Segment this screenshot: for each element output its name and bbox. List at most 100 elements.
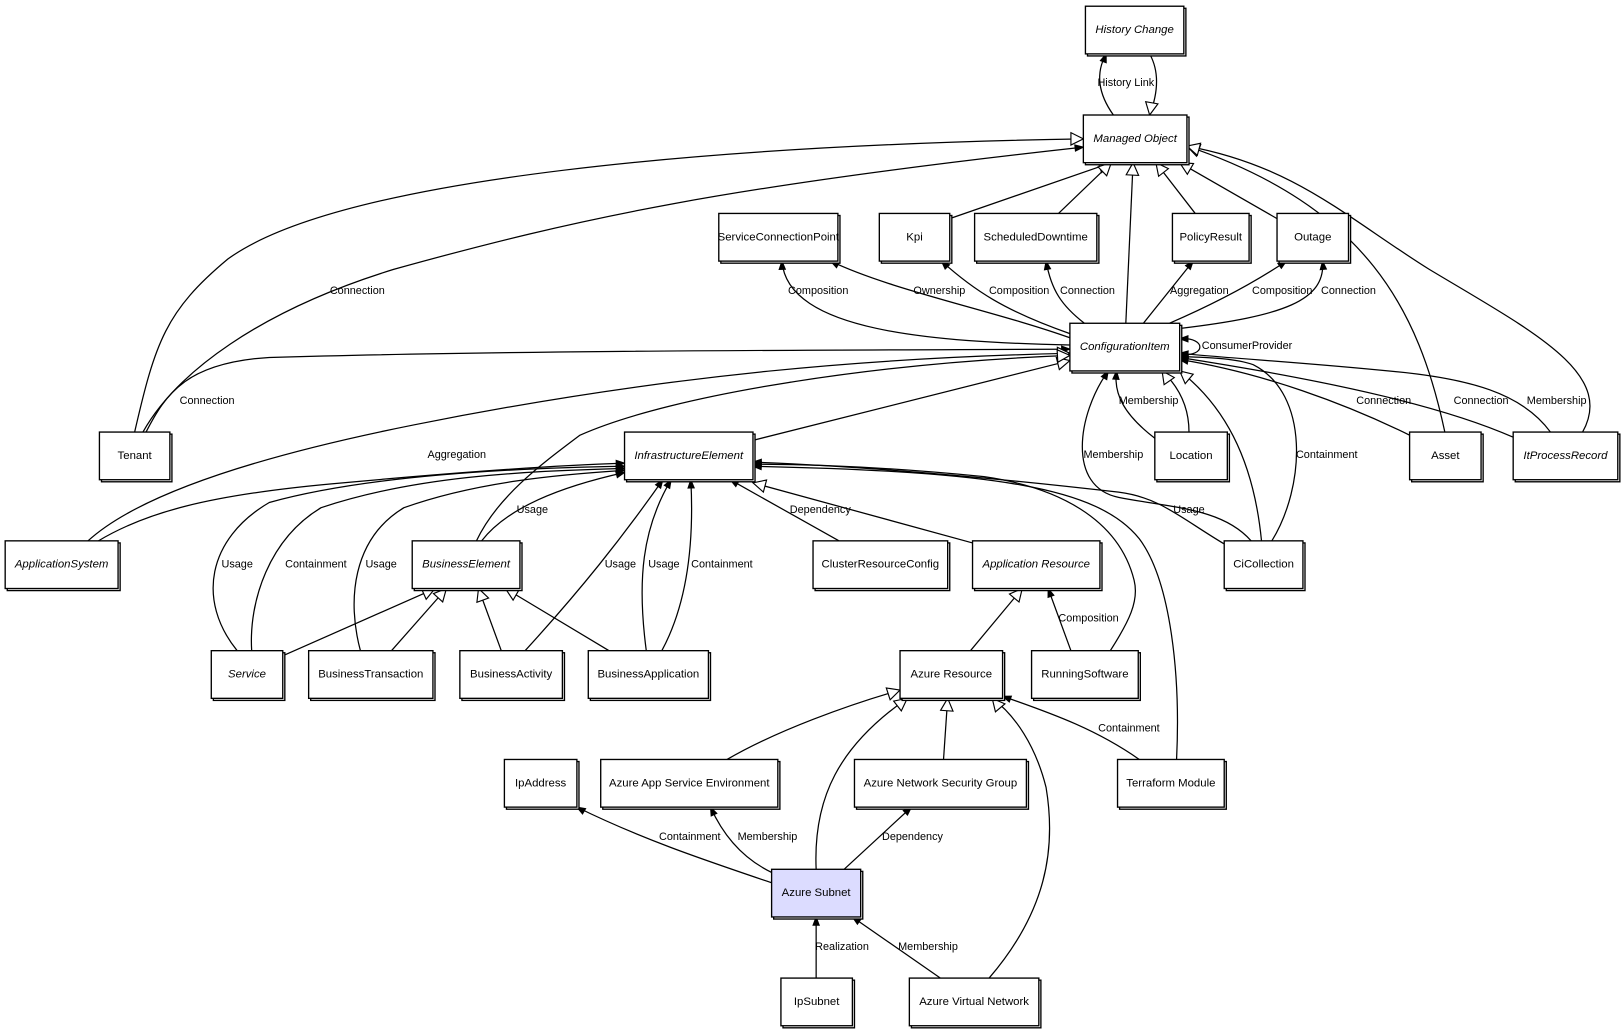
edge-label: Containment [659,831,721,843]
edge-label: Ownership [913,285,965,297]
node-label: History Change [1095,24,1173,36]
node-asset[interactable]: Asset [1408,431,1484,483]
node-business-transaction[interactable]: BusinessTransaction [307,650,436,702]
node-box [600,758,779,808]
edge-terraform-module-to-infrastructure-element [751,462,1179,760]
edge-policy-result-to-managed-object [1155,161,1196,214]
node-terraform-module[interactable]: Terraform Module [1116,758,1227,810]
inheritance-arrowhead-icon [1161,369,1176,386]
node-infrastructure-element[interactable]: InfrastructureElement [623,431,756,483]
inheritance-arrowhead-icon [1008,587,1024,604]
node-box [587,650,710,700]
edge-line [250,467,625,651]
edge-azure-network-security-group-to-azure-resource [939,697,954,760]
node-managed-object[interactable]: Managed Object [1082,114,1190,166]
inheritance-arrowhead-icon [751,479,768,494]
node-it-process-record[interactable]: ItProcessRecord [1512,431,1621,483]
inheritance-arrowhead-icon [1125,161,1140,177]
edge-line [752,465,1179,760]
node-box [4,540,119,590]
node-label: BusinessActivity [470,669,552,681]
node-outage[interactable]: Outage [1276,212,1352,264]
node-label: Outage [1294,231,1331,243]
node-ip-address[interactable]: IpAddress [503,758,580,810]
node-label: Location [1170,450,1213,462]
edge-application-system-to-infrastructure-element [98,459,627,542]
edge-line [726,689,901,761]
association-arrowhead-icon [751,462,762,471]
edge-line [1081,370,1252,542]
edge-kpi-to-managed-object [949,160,1113,220]
node-cluster-resource-config[interactable]: ClusterResourceConfig [812,540,951,592]
inheritance-arrowhead-icon [939,697,954,712]
edge-line [1142,260,1194,324]
edge-line [145,348,1070,433]
node-business-application[interactable]: BusinessApplication [587,650,712,702]
edge-line [475,354,1070,542]
node-tenant[interactable]: Tenant [98,431,173,483]
node-history-change[interactable]: History Change [1084,5,1187,57]
node-azure-resource[interactable]: Azure Resource [899,650,1006,702]
association-arrowhead-icon [1074,144,1085,152]
node-box [1276,212,1350,262]
node-azure-app-service-environment[interactable]: Azure App Service Environment [600,758,781,810]
edge-line [505,587,610,652]
edge-line [1002,695,1140,760]
node-label: BusinessElement [422,559,511,571]
node-azure-network-security-group[interactable]: Azure Network Security Group [853,758,1030,810]
node-location[interactable]: Location [1154,431,1231,483]
edge-ci-collection-to-configuration-item [1178,370,1263,541]
node-box [1154,431,1228,481]
edge-line [949,162,1112,220]
node-label: Service [228,669,266,681]
inheritance-arrowhead-icon [1056,348,1072,364]
node-business-element[interactable]: BusinessElement [411,540,523,592]
edge-application-resource-to-infrastructure-element [751,479,973,544]
edge-location-to-configuration-item [1161,369,1190,433]
inheritance-arrowhead-icon [892,697,909,712]
edge-line [988,697,1051,979]
association-arrowhead-icon [1178,334,1189,343]
node-kpi[interactable]: Kpi [878,212,953,264]
node-application-system[interactable]: ApplicationSystem [4,540,121,592]
edge-line [641,479,672,651]
node-box [1069,322,1181,372]
edge-label: Connection [1060,285,1115,297]
edge-label: Membership [1527,395,1587,407]
node-azure-virtual-network[interactable]: Azure Virtual Network [908,977,1042,1029]
edge-line [1186,145,1446,433]
edge-label: Aggregation [1170,285,1229,297]
edge-label: Connection [180,395,235,407]
node-running-software[interactable]: RunningSoftware [1030,650,1141,702]
edge-label: Usage [1173,504,1204,516]
node-configuration-item[interactable]: ConfigurationItem [1069,322,1183,374]
node-azure-subnet[interactable]: Azure Subnet [770,868,864,920]
node-business-activity[interactable]: BusinessActivity [459,650,566,702]
node-ip-subnet[interactable]: IpSubnet [780,977,856,1029]
node-label: Azure App Service Environment [609,777,770,789]
node-application-resource[interactable]: Application Resource [971,540,1103,592]
edge-tenant-to-managed-object [142,144,1085,433]
node-service[interactable]: Service [210,650,286,702]
node-box [899,650,1004,700]
edge-line [353,469,625,651]
node-box [853,758,1028,808]
node-box [503,758,578,808]
node-box [1082,114,1188,164]
edge-line [852,916,941,979]
node-ci-collection[interactable]: CiCollection [1223,540,1306,592]
node-label: BusinessApplication [597,669,699,681]
node-box [1408,431,1482,481]
edge-label: Usage [605,559,636,571]
edge-label: Dependency [882,831,944,843]
edge-azure-subnet-to-azure-resource [815,697,909,870]
edge-history-change-to-managed-object [1144,53,1159,117]
edge-label: Composition [1252,285,1312,297]
node-service-connection-point[interactable]: ServiceConnectionPoint [718,212,841,264]
node-box [812,540,949,590]
node-scheduled-downtime[interactable]: ScheduledDowntime [973,212,1100,264]
node-policy-result[interactable]: PolicyResult [1171,212,1252,264]
node-label: Kpi [906,231,922,243]
node-box [459,650,564,700]
inheritance-arrowhead-icon [476,587,490,604]
